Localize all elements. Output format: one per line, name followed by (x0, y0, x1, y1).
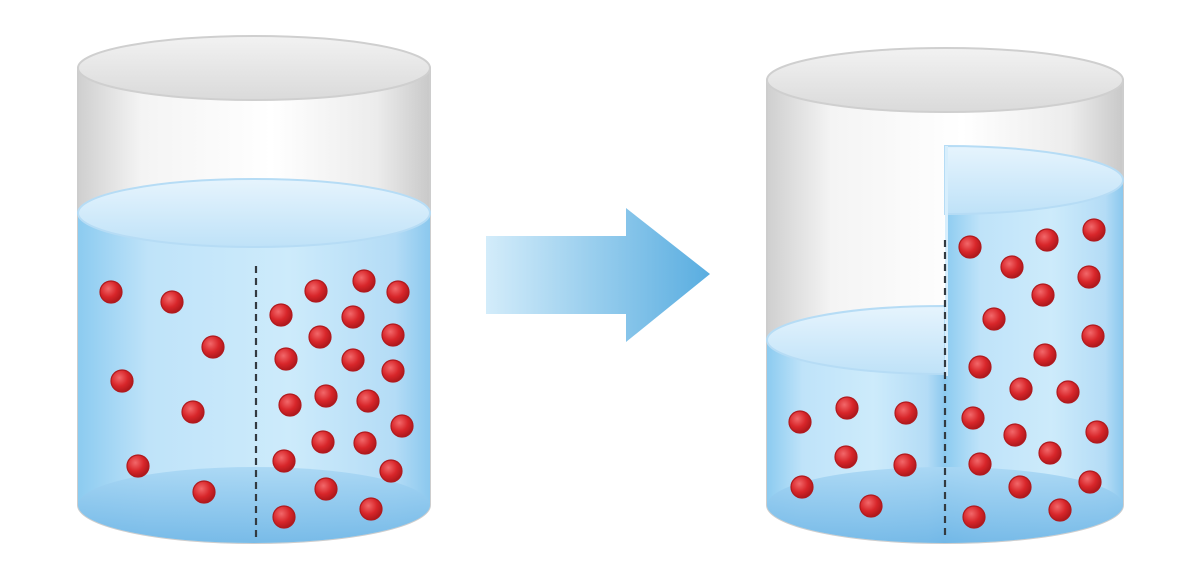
left-beaker-solute-particle (278, 393, 302, 417)
right-beaker-solute-particle (1033, 343, 1057, 367)
right-beaker-solute-particle (1003, 423, 1027, 447)
right-beaker-raised-column (945, 146, 948, 376)
left-beaker-solute-particle (356, 389, 380, 413)
right-beaker-solute-particle (1082, 218, 1106, 242)
left-beaker-solute-particle (274, 347, 298, 371)
left-beaker-solute-particle (308, 325, 332, 349)
right-beaker-solute-particle (958, 235, 982, 259)
left-beaker-solute-particle (314, 477, 338, 501)
right-beaker-solute-particle (790, 475, 814, 499)
right-beaker-solute-particle (968, 355, 992, 379)
left-beaker-solute-particle (353, 431, 377, 455)
right-beaker (765, 47, 1125, 544)
left-beaker-solute-particle (311, 430, 335, 454)
left-beaker-bottom (78, 467, 430, 543)
right-beaker-solute-particle (1056, 380, 1080, 404)
left-beaker-rim (77, 35, 431, 101)
left-beaker-solute-particle (341, 305, 365, 329)
right-beaker-solute-particle (1008, 475, 1032, 499)
left-beaker-solute-particle (181, 400, 205, 424)
right-beaker-solute-particle (893, 453, 917, 477)
right-beaker-solute-particle (1035, 228, 1059, 252)
right-beaker-solute-particle (968, 452, 992, 476)
left-beaker-solute-particle (201, 335, 225, 359)
left-beaker-solute-particle (314, 384, 338, 408)
right-beaker-solute-particle (1031, 283, 1055, 307)
right-beaker-solute-particle (894, 401, 918, 425)
right-beaker-solute-particle (1081, 324, 1105, 348)
right-beaker-high-surface (944, 144, 1125, 216)
right-beaker-low-surface (765, 304, 946, 376)
left-beaker-solute-particle (359, 497, 383, 521)
right-beaker-solute-particle (1009, 377, 1033, 401)
left-beaker-solute-particle (381, 359, 405, 383)
right-beaker-solute-particle (834, 445, 858, 469)
left-beaker-solute-particle (272, 449, 296, 473)
left-beaker-solute-particle (381, 323, 405, 347)
left-beaker-particles (99, 269, 414, 529)
right-beaker-solute-particle (835, 396, 859, 420)
right-beaker-solute-particle (1077, 265, 1101, 289)
left-beaker-solute-particle (192, 480, 216, 504)
right-beaker-rim (766, 47, 1124, 113)
right-beaker-high-water (945, 180, 1123, 543)
left-beaker-solute-particle (390, 414, 414, 438)
left-beaker-solute-particle (110, 369, 134, 393)
left-beaker (77, 35, 431, 544)
left-beaker-solute-particle (341, 348, 365, 372)
left-beaker-solute-particle (352, 269, 376, 293)
right-beaker-solute-particle (1048, 498, 1072, 522)
arrow-right-icon (486, 208, 710, 342)
right-beaker-solute-particle (859, 494, 883, 518)
right-beaker-solute-particle (1078, 470, 1102, 494)
right-beaker-solute-particle (961, 406, 985, 430)
left-beaker-solute-particle (160, 290, 184, 314)
left-beaker-solute-particle (272, 505, 296, 529)
left-beaker-solute-particle (269, 303, 293, 327)
left-beaker-solute-particle (379, 459, 403, 483)
right-beaker-solute-particle (788, 410, 812, 434)
right-beaker-solute-particle (1038, 441, 1062, 465)
left-beaker-solute-particle (304, 279, 328, 303)
right-beaker-solute-particle (962, 505, 986, 529)
left-beaker-solute-particle (386, 280, 410, 304)
left-beaker-solute-particle (126, 454, 150, 478)
right-beaker-solute-particle (1000, 255, 1024, 279)
right-beaker-solute-particle (982, 307, 1006, 331)
right-beaker-solute-particle (1085, 420, 1109, 444)
left-beaker-solute-particle (99, 280, 123, 304)
right-beaker-particles (788, 218, 1109, 529)
left-beaker-water-surface (77, 178, 431, 248)
